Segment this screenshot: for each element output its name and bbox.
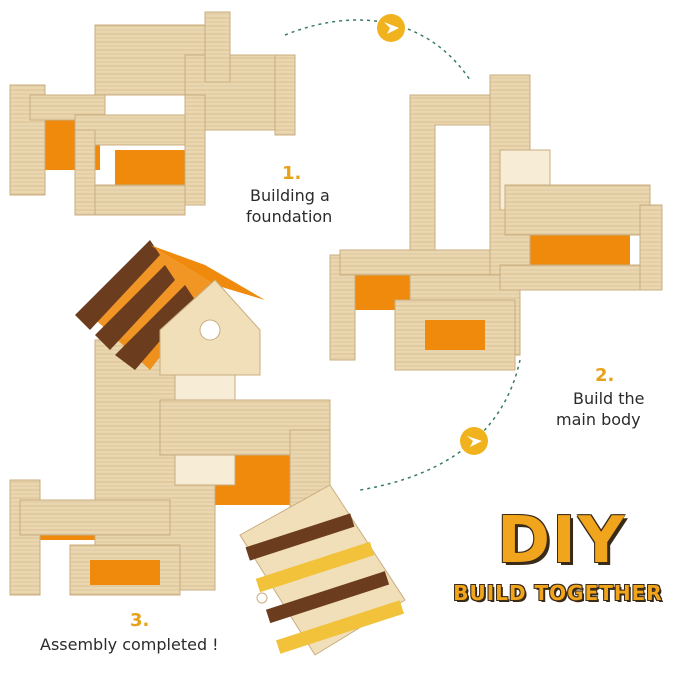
stage-3-completed (9, 240, 406, 656)
arrow-badge-icon (460, 427, 488, 455)
step-3-label: Assembly completed ! (40, 635, 219, 654)
stage-1-foundation (9, 11, 296, 216)
stage-2-main-body (329, 74, 663, 371)
headline-title: DIY (497, 504, 627, 578)
arrow-badge-icon (377, 14, 405, 42)
headline-tagline: BUILD TOGETHER (453, 581, 663, 605)
connector-path-2 (359, 359, 521, 491)
step-2-label-line1: Build the (573, 389, 645, 408)
step-2-label-line2: main body (556, 410, 641, 429)
step-1-number: 1. (282, 163, 302, 184)
step-1-label-line2: foundation (246, 207, 333, 226)
step-2-number: 2. (595, 365, 615, 386)
step-3-number: 3. (130, 610, 150, 631)
step-1-label-line1: Building a (250, 186, 330, 205)
